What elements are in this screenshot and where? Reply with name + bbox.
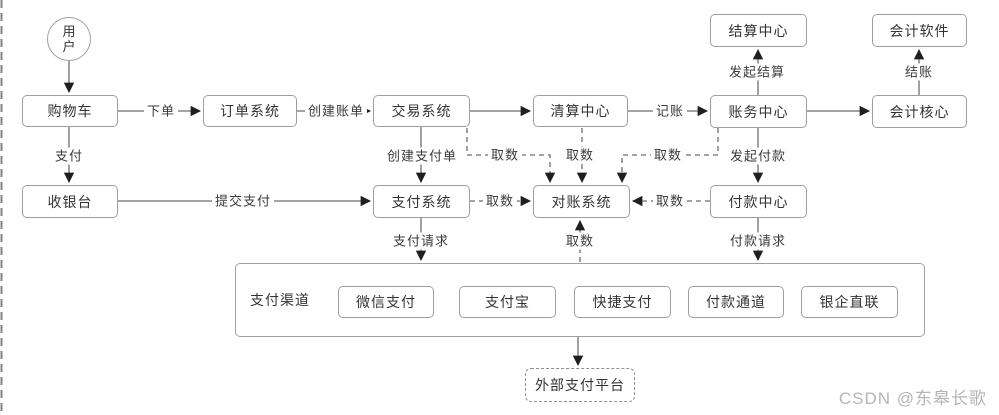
node-reconciliation-system: 对账系统 (533, 185, 630, 218)
node-bank-direct-link: 银企直联 (801, 286, 898, 318)
node-payment-system-label: 支付系统 (391, 193, 452, 210)
edge-label-initiate-payout: 发起付款 (726, 147, 790, 165)
edge-label-initiate-settlement: 发起结算 (725, 63, 789, 81)
edge-label-pay: 支付 (51, 147, 87, 165)
node-quick-pay: 快捷支付 (574, 286, 671, 318)
node-accounting-software: 会计软件 (872, 14, 967, 47)
node-trade-system: 交易系统 (373, 95, 470, 127)
node-accounting-core-label: 会计核心 (889, 103, 950, 120)
edge-label-fetch-from-account: 取数 (650, 146, 686, 164)
node-shopping-cart-label: 购物车 (47, 103, 93, 119)
node-settlement-center: 结算中心 (710, 14, 807, 47)
node-reconciliation-system-label: 对账系统 (551, 193, 612, 210)
edge-label-submit-payment: 提交支付 (211, 192, 275, 210)
node-user-label: 用户 (62, 24, 76, 54)
group-payment-channels: 支付渠道 微信支付 支付宝 快捷支付 付款通道 银企直联 (235, 263, 925, 337)
edge-label-fetch-from-payment: 取数 (482, 192, 518, 210)
node-order-system: 订单系统 (203, 95, 297, 127)
group-payment-channels-label: 支付渠道 (250, 292, 310, 308)
edge-label-create-payment-order: 创建支付单 (383, 147, 461, 165)
node-shopping-cart: 购物车 (22, 95, 118, 127)
edge-label-fetch-from-trade: 取数 (487, 146, 523, 164)
node-trade-system-label: 交易系统 (391, 103, 452, 119)
node-clearing-center-label: 清算中心 (550, 103, 611, 119)
node-payout-center: 付款中心 (710, 185, 807, 218)
node-payout-channel: 付款通道 (688, 286, 784, 318)
node-payout-channel-label: 付款通道 (706, 294, 766, 310)
edge-label-checkout: 结账 (901, 63, 937, 81)
node-alipay-label: 支付宝 (485, 294, 530, 310)
node-cashier: 收银台 (22, 185, 118, 218)
node-payment-system: 支付系统 (373, 185, 470, 218)
edge-label-bookkeeping: 记账 (652, 102, 688, 120)
node-external-payment-platform-label: 外部支付平台 (535, 377, 625, 393)
node-alipay: 支付宝 (459, 286, 556, 318)
edge-label-place-order: 下单 (143, 102, 179, 120)
edge-trade-to-recon-dashed (466, 128, 556, 184)
node-bank-direct-link-label: 银企直联 (819, 294, 880, 310)
edge-label-payment-request: 支付请求 (389, 232, 453, 250)
node-account-center-label: 账务中心 (728, 103, 789, 120)
node-accounting-core: 会计核心 (872, 95, 967, 128)
node-accounting-software-label: 会计软件 (889, 22, 950, 39)
csdn-watermark: CSDN @东皋长歌 (838, 389, 987, 408)
node-external-payment-platform: 外部支付平台 (525, 368, 635, 402)
node-order-system-label: 订单系统 (220, 103, 280, 119)
node-clearing-center: 清算中心 (533, 95, 628, 127)
node-user: 用户 (47, 17, 91, 61)
edge-label-payout-request: 付款请求 (726, 232, 790, 250)
node-wechat-pay: 微信支付 (338, 286, 434, 318)
edge-label-create-bill: 创建账单 (304, 102, 368, 120)
edge-label-fetch-from-channels: 取数 (562, 232, 598, 250)
node-cashier-label: 收银台 (47, 193, 93, 210)
edge-label-fetch-from-payout: 取数 (652, 192, 688, 210)
node-quick-pay-label: 快捷支付 (592, 294, 653, 310)
node-settlement-center-label: 结算中心 (728, 22, 789, 39)
edge-label-fetch-from-clearing: 取数 (562, 146, 598, 164)
node-payout-center-label: 付款中心 (728, 193, 789, 210)
node-account-center: 账务中心 (710, 95, 807, 128)
node-wechat-pay-label: 微信支付 (356, 294, 416, 310)
